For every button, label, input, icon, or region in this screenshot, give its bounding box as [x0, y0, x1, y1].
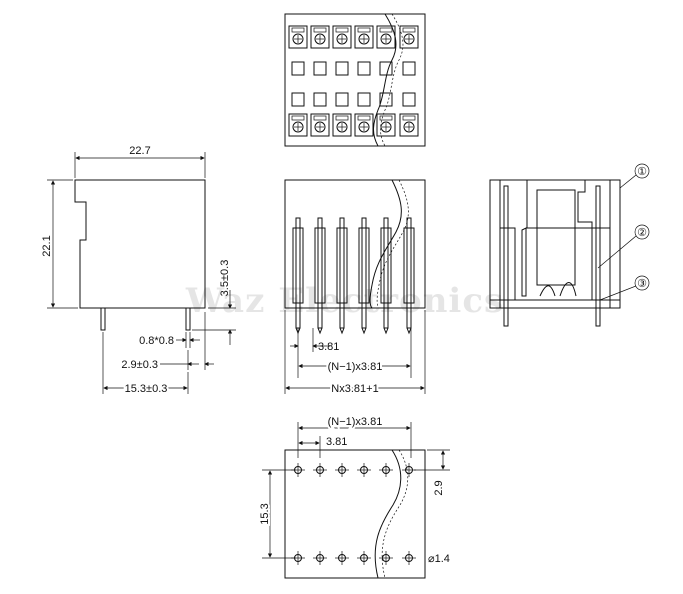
screw-terminal	[376, 113, 396, 137]
section-view: ① ② ③	[489, 163, 650, 327]
top-terminal-row-upper	[288, 25, 419, 49]
front-pin	[380, 217, 392, 335]
front-pitch-label: 3.81	[318, 341, 339, 353]
screw-terminal	[354, 113, 374, 137]
screw-terminal	[288, 25, 308, 49]
side-row-offset-label: 2.9±0.3	[121, 359, 158, 371]
top-window	[335, 61, 349, 76]
pcb-footprint-view: (N−1)x3.81 3.81 15.3 2.9 ⌀1.4	[257, 414, 450, 579]
pcb-hole	[313, 551, 327, 565]
screw-terminal	[288, 113, 308, 137]
pcb-hole	[379, 551, 393, 565]
pcb-hole	[402, 551, 416, 565]
side-pin-size-label: 0.8*0.8	[139, 335, 174, 347]
top-view-outline	[284, 13, 426, 147]
top-window-row	[291, 61, 416, 107]
front-pin	[336, 217, 348, 335]
pcb-hole	[379, 463, 393, 477]
break-line-front	[369, 179, 402, 309]
front-span-label: (N−1)x3.81	[328, 361, 383, 373]
section-base	[489, 299, 621, 309]
pcb-hole	[313, 463, 327, 477]
side-width-label: 22.7	[129, 145, 150, 157]
screw-terminal	[399, 25, 419, 49]
screw-terminal	[354, 25, 374, 49]
pcb-hole	[357, 463, 371, 477]
callout-2-label: ②	[637, 227, 647, 239]
front-overall-label: Nx3.81+1	[331, 383, 378, 395]
section-wall-right	[609, 179, 621, 309]
side-pin-height-label: 3.5±0.3	[219, 260, 231, 297]
callout-1-label: ①	[637, 166, 647, 178]
top-window	[357, 92, 371, 107]
side-height-label: 22.1	[41, 235, 53, 256]
screw-terminal	[399, 113, 419, 137]
section-cavity	[536, 189, 576, 286]
top-window	[313, 92, 327, 107]
break-line-footprint	[374, 449, 402, 579]
front-view: 3.81 (N−1)x3.81 Nx3.81+1	[284, 179, 426, 397]
break-line-top	[373, 13, 397, 147]
section-center-block	[526, 179, 593, 229]
footprint-outline	[284, 449, 426, 579]
front-view-outline	[284, 179, 426, 309]
front-pin	[358, 217, 370, 335]
side-row-pitch-label: 15.3±0.3	[125, 383, 168, 395]
top-window	[402, 92, 416, 107]
front-pin-row	[292, 217, 415, 335]
side-pin-right	[185, 307, 191, 331]
footprint-hole-label: ⌀1.4	[428, 553, 450, 565]
top-terminal-row-lower	[288, 113, 419, 137]
top-window	[357, 61, 371, 76]
footprint-holes	[291, 463, 416, 565]
callout-2	[634, 224, 650, 240]
screw-terminal	[376, 25, 396, 49]
callout-1	[634, 163, 650, 179]
pcb-hole	[335, 463, 349, 477]
callout-3-label: ③	[637, 278, 647, 290]
callout-3	[634, 275, 650, 291]
front-pin	[314, 217, 326, 335]
top-view	[284, 13, 426, 147]
watermark: Waz Electronics	[185, 281, 504, 321]
top-window	[313, 61, 327, 76]
top-window	[379, 61, 393, 76]
top-window	[291, 61, 305, 76]
side-pin-left	[100, 307, 106, 331]
footprint-row-spacing-label: 15.3	[259, 503, 271, 524]
footprint-edge-offset-label: 2.9	[433, 480, 445, 495]
section-contact-right	[595, 185, 601, 327]
screw-terminal	[310, 25, 330, 49]
side-view: 22.7 22.1 3.5±0.3 0.8*0.8 2.9±0.3 15.3±0…	[41, 145, 236, 397]
top-window	[291, 92, 305, 107]
screw-terminal	[332, 113, 352, 137]
footprint-pitch-label: 3.81	[326, 436, 347, 448]
top-window	[379, 92, 393, 107]
front-pin	[403, 217, 415, 335]
top-window	[335, 92, 349, 107]
pcb-hole	[357, 551, 371, 565]
side-view-body	[74, 179, 206, 309]
pcb-hole	[402, 463, 416, 477]
section-contact-left	[503, 185, 509, 327]
footprint-span-label: (N−1)x3.81	[328, 416, 383, 428]
screw-terminal	[310, 113, 330, 137]
top-window	[402, 61, 416, 76]
pcb-hole	[335, 551, 349, 565]
screw-terminal	[332, 25, 352, 49]
